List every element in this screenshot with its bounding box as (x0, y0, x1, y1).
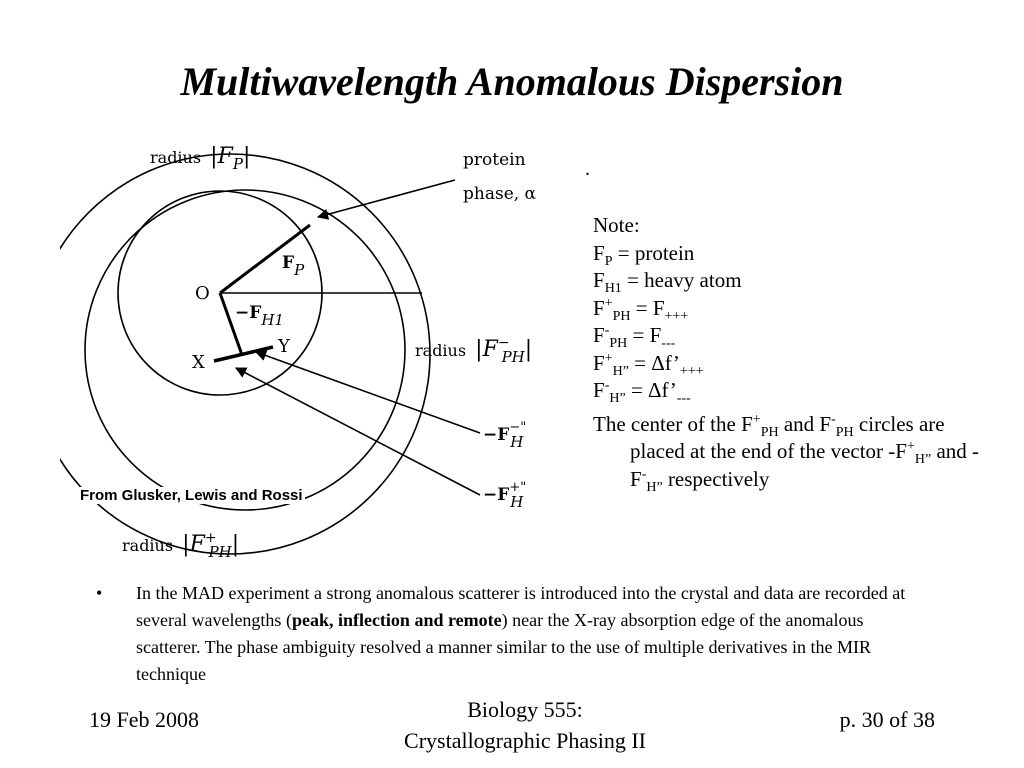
vector-minus-fh1 (218, 292, 244, 356)
label-radius-fph-plus: radius |F+PH| (122, 530, 239, 561)
bullet-text: In the MAD experiment a strong anomalous… (136, 583, 906, 684)
footer-date: 19 Feb 2008 (89, 707, 199, 732)
note-line-fh-minus: F-H” = Δf’--- (593, 378, 691, 407)
note-line-fph-plus: F+PH = F+++ (593, 295, 689, 324)
note-heading: Note: (593, 213, 640, 237)
bullet-mark: • (96, 583, 103, 603)
note-explanation: The center of the F+PH and F-PH circles … (593, 411, 980, 495)
mad-harker-diagram: radius |FP| protein phase, α O FP −FH1 X… (60, 144, 537, 561)
arrow-fh-minus (254, 350, 481, 434)
footer-page-number: p. 30 of 38 (839, 707, 935, 732)
label-protein: protein (463, 150, 526, 170)
label-minus-fh-plus: −F+"H (483, 480, 526, 511)
arrow-protein-phase (316, 179, 456, 220)
slide-title: Multiwavelength Anomalous Dispersion (180, 59, 844, 104)
note-line-fh1: FH1 = heavy atom (593, 268, 742, 297)
bullet-mad-experiment: • In the MAD experiment a strong anomalo… (96, 580, 916, 688)
note-line-fph-minus: F-PH = F--- (593, 323, 676, 352)
note-line-fh-plus: F+H” = Δf’+++ (593, 350, 704, 379)
figure-credit: From Glusker, Lewis and Rossi (78, 487, 305, 504)
circle-fph-plus (60, 153, 431, 555)
vector-xy (213, 345, 274, 363)
footer-course-name: Biology 555: (467, 697, 583, 722)
footer-course: Biology 555: Crystallographic Phasing II (340, 694, 710, 756)
stray-dot: . (585, 158, 590, 180)
label-Y: Y (277, 336, 291, 357)
note-line-fp: FP = protein (593, 240, 695, 269)
label-minus-fh-minus: −F−"H (483, 420, 526, 451)
note-box: Note: FP = protein FH1 = heavy atom F+PH… (593, 212, 993, 495)
label-phase-alpha: phase, α (463, 184, 537, 204)
label-vector-fp: FP (282, 253, 305, 279)
label-O: O (195, 283, 210, 304)
arrow-fh-plus (235, 367, 481, 496)
vector-fp (219, 223, 311, 295)
label-radius-fph-minus: radius |F−PH| (415, 335, 532, 366)
label-minus-fh1: −FH1 (235, 303, 284, 329)
circle-fph-minus (84, 189, 406, 511)
label-radius-fp: radius |FP| (150, 144, 250, 173)
footer-course-subtitle: Crystallographic Phasing II (404, 728, 646, 753)
label-X: X (192, 352, 205, 373)
